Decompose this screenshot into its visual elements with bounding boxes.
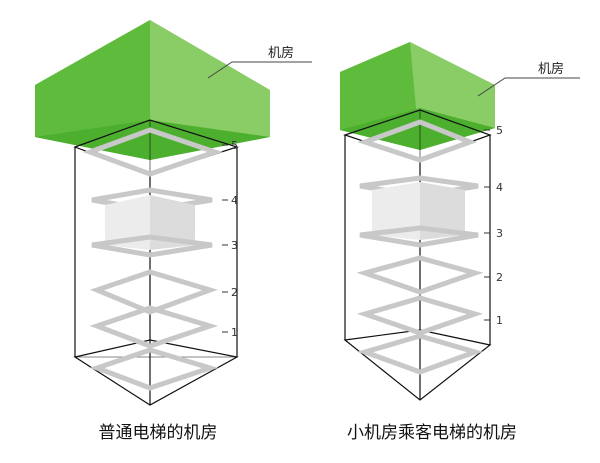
floor-ring-b-1	[356, 295, 484, 336]
floor-ring-b-0	[356, 333, 484, 375]
elevator-car-a	[91, 187, 213, 258]
floor-label-b-5: 5	[496, 124, 503, 137]
small-machine-room-elevator-diagram: 5 4 3 2 1 机房	[340, 42, 580, 401]
floor-label-a-4: 4	[231, 194, 238, 207]
machine-room-box-b	[340, 42, 495, 150]
floor-label-a-1: 1	[231, 326, 238, 339]
floor-ticks-b	[484, 129, 490, 321]
floor-label-b-2: 2	[496, 271, 503, 284]
floor-label-b-3: 3	[496, 227, 503, 240]
floor-label-a-5: 5	[231, 139, 238, 152]
caption-small-machine-room-elevator: 小机房乘客电梯的机房	[347, 423, 517, 443]
floor-label-b-4: 4	[496, 181, 503, 194]
floor-label-b-1: 1	[496, 314, 503, 327]
caption-ordinary-elevator: 普通电梯的机房	[98, 423, 218, 443]
floor-ring-b-2	[356, 255, 484, 295]
floor-ring-a-2	[89, 269, 218, 315]
floor-ring-a-1	[89, 305, 219, 349]
floor-ring-a-0	[89, 347, 219, 391]
machine-room-bottom-a	[35, 120, 270, 160]
callout-line-b	[477, 77, 580, 97]
machine-room-box-a	[35, 20, 270, 160]
elevator-car-b	[359, 175, 479, 248]
floor-rings-b	[356, 119, 484, 375]
shaft-frame-a	[73, 119, 239, 406]
machine-room-label-a: 机房	[268, 45, 294, 61]
floor-ticks-a	[222, 144, 228, 333]
callout-line-a	[207, 61, 312, 79]
floor-rings-a	[82, 127, 223, 391]
floor-ring-a-5	[82, 127, 223, 177]
machine-room-label-b: 机房	[538, 61, 564, 77]
floor-label-a-2: 2	[231, 286, 238, 299]
ordinary-elevator-diagram: 5 4 3 2 1 机房	[35, 20, 312, 406]
floor-ring-b-5	[357, 119, 478, 163]
floor-label-a-3: 3	[231, 239, 238, 252]
